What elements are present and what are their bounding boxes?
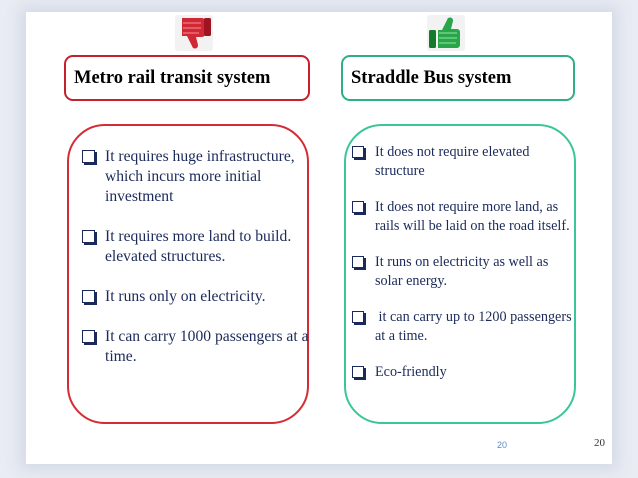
checkbox-bullet-icon bbox=[352, 366, 364, 378]
checkbox-bullet-icon bbox=[82, 330, 95, 343]
list-item: Eco-friendly bbox=[352, 363, 576, 382]
list-item: It runs on electricity as well as solar … bbox=[352, 253, 576, 291]
list-item: It runs only on electricity. bbox=[82, 287, 310, 307]
list-item: It requires more land to build. elevated… bbox=[82, 227, 310, 267]
list-item: It does not require elevated structure bbox=[352, 143, 576, 181]
checkbox-bullet-icon bbox=[82, 290, 95, 303]
checkbox-bullet-icon bbox=[352, 311, 364, 323]
list-item: It can carry 1000 passengers at a time. bbox=[82, 327, 310, 367]
list-item: it can carry up to 1200 passengers at a … bbox=[352, 308, 576, 346]
checkbox-bullet-icon bbox=[352, 256, 364, 268]
checkbox-bullet-icon bbox=[82, 150, 95, 163]
checkbox-bullet-icon bbox=[352, 201, 364, 213]
straddle-header: Straddle Bus system bbox=[341, 55, 575, 101]
thumbs-down-icon bbox=[173, 13, 215, 53]
checkbox-bullet-icon bbox=[352, 146, 364, 158]
inner-page-number: 20 bbox=[497, 440, 508, 450]
straddle-points-box: It does not require elevated structure I… bbox=[344, 124, 576, 424]
checkbox-bullet-icon bbox=[82, 230, 95, 243]
metro-points-box: It requires huge infrastructure, which i… bbox=[67, 124, 309, 424]
list-item: It requires huge infrastructure, which i… bbox=[82, 147, 310, 207]
list-item: It does not require more land, as rails … bbox=[352, 198, 576, 236]
thumbs-up-icon bbox=[425, 13, 467, 53]
page-number: 20 bbox=[594, 437, 605, 449]
straddle-points-list: It does not require elevated structure I… bbox=[352, 143, 576, 399]
metro-points-list: It requires huge infrastructure, which i… bbox=[82, 147, 310, 387]
metro-header: Metro rail transit system bbox=[64, 55, 310, 101]
